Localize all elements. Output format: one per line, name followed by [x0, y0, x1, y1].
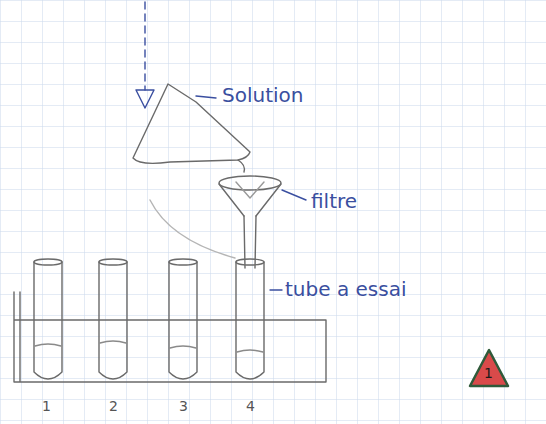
test-tubes — [34, 259, 264, 379]
funnel-stem — [244, 216, 256, 268]
part-label: filtre — [311, 190, 357, 212]
tube-number: 1 — [42, 399, 51, 414]
part-label: tube a essai — [285, 278, 406, 300]
pour-arrow — [144, 2, 145, 90]
leader-line — [270, 289, 282, 290]
leader-line — [196, 96, 216, 98]
callout-number: 1 — [484, 366, 493, 381]
warning-triangle — [470, 350, 508, 386]
tube-rack — [14, 292, 326, 382]
leader-line — [282, 190, 306, 200]
funnel-cone — [219, 184, 281, 216]
part-label: Solution — [222, 84, 303, 106]
beaker-spout — [238, 160, 244, 172]
funnel-rim — [219, 176, 281, 190]
pencil-trace — [150, 200, 235, 258]
tube-number: 2 — [109, 399, 118, 414]
filter-paper — [236, 182, 264, 198]
tube-number: 4 — [246, 399, 255, 414]
liquid-levels — [35, 341, 263, 352]
tube-number: 3 — [179, 399, 188, 414]
arrow-head — [136, 90, 154, 108]
